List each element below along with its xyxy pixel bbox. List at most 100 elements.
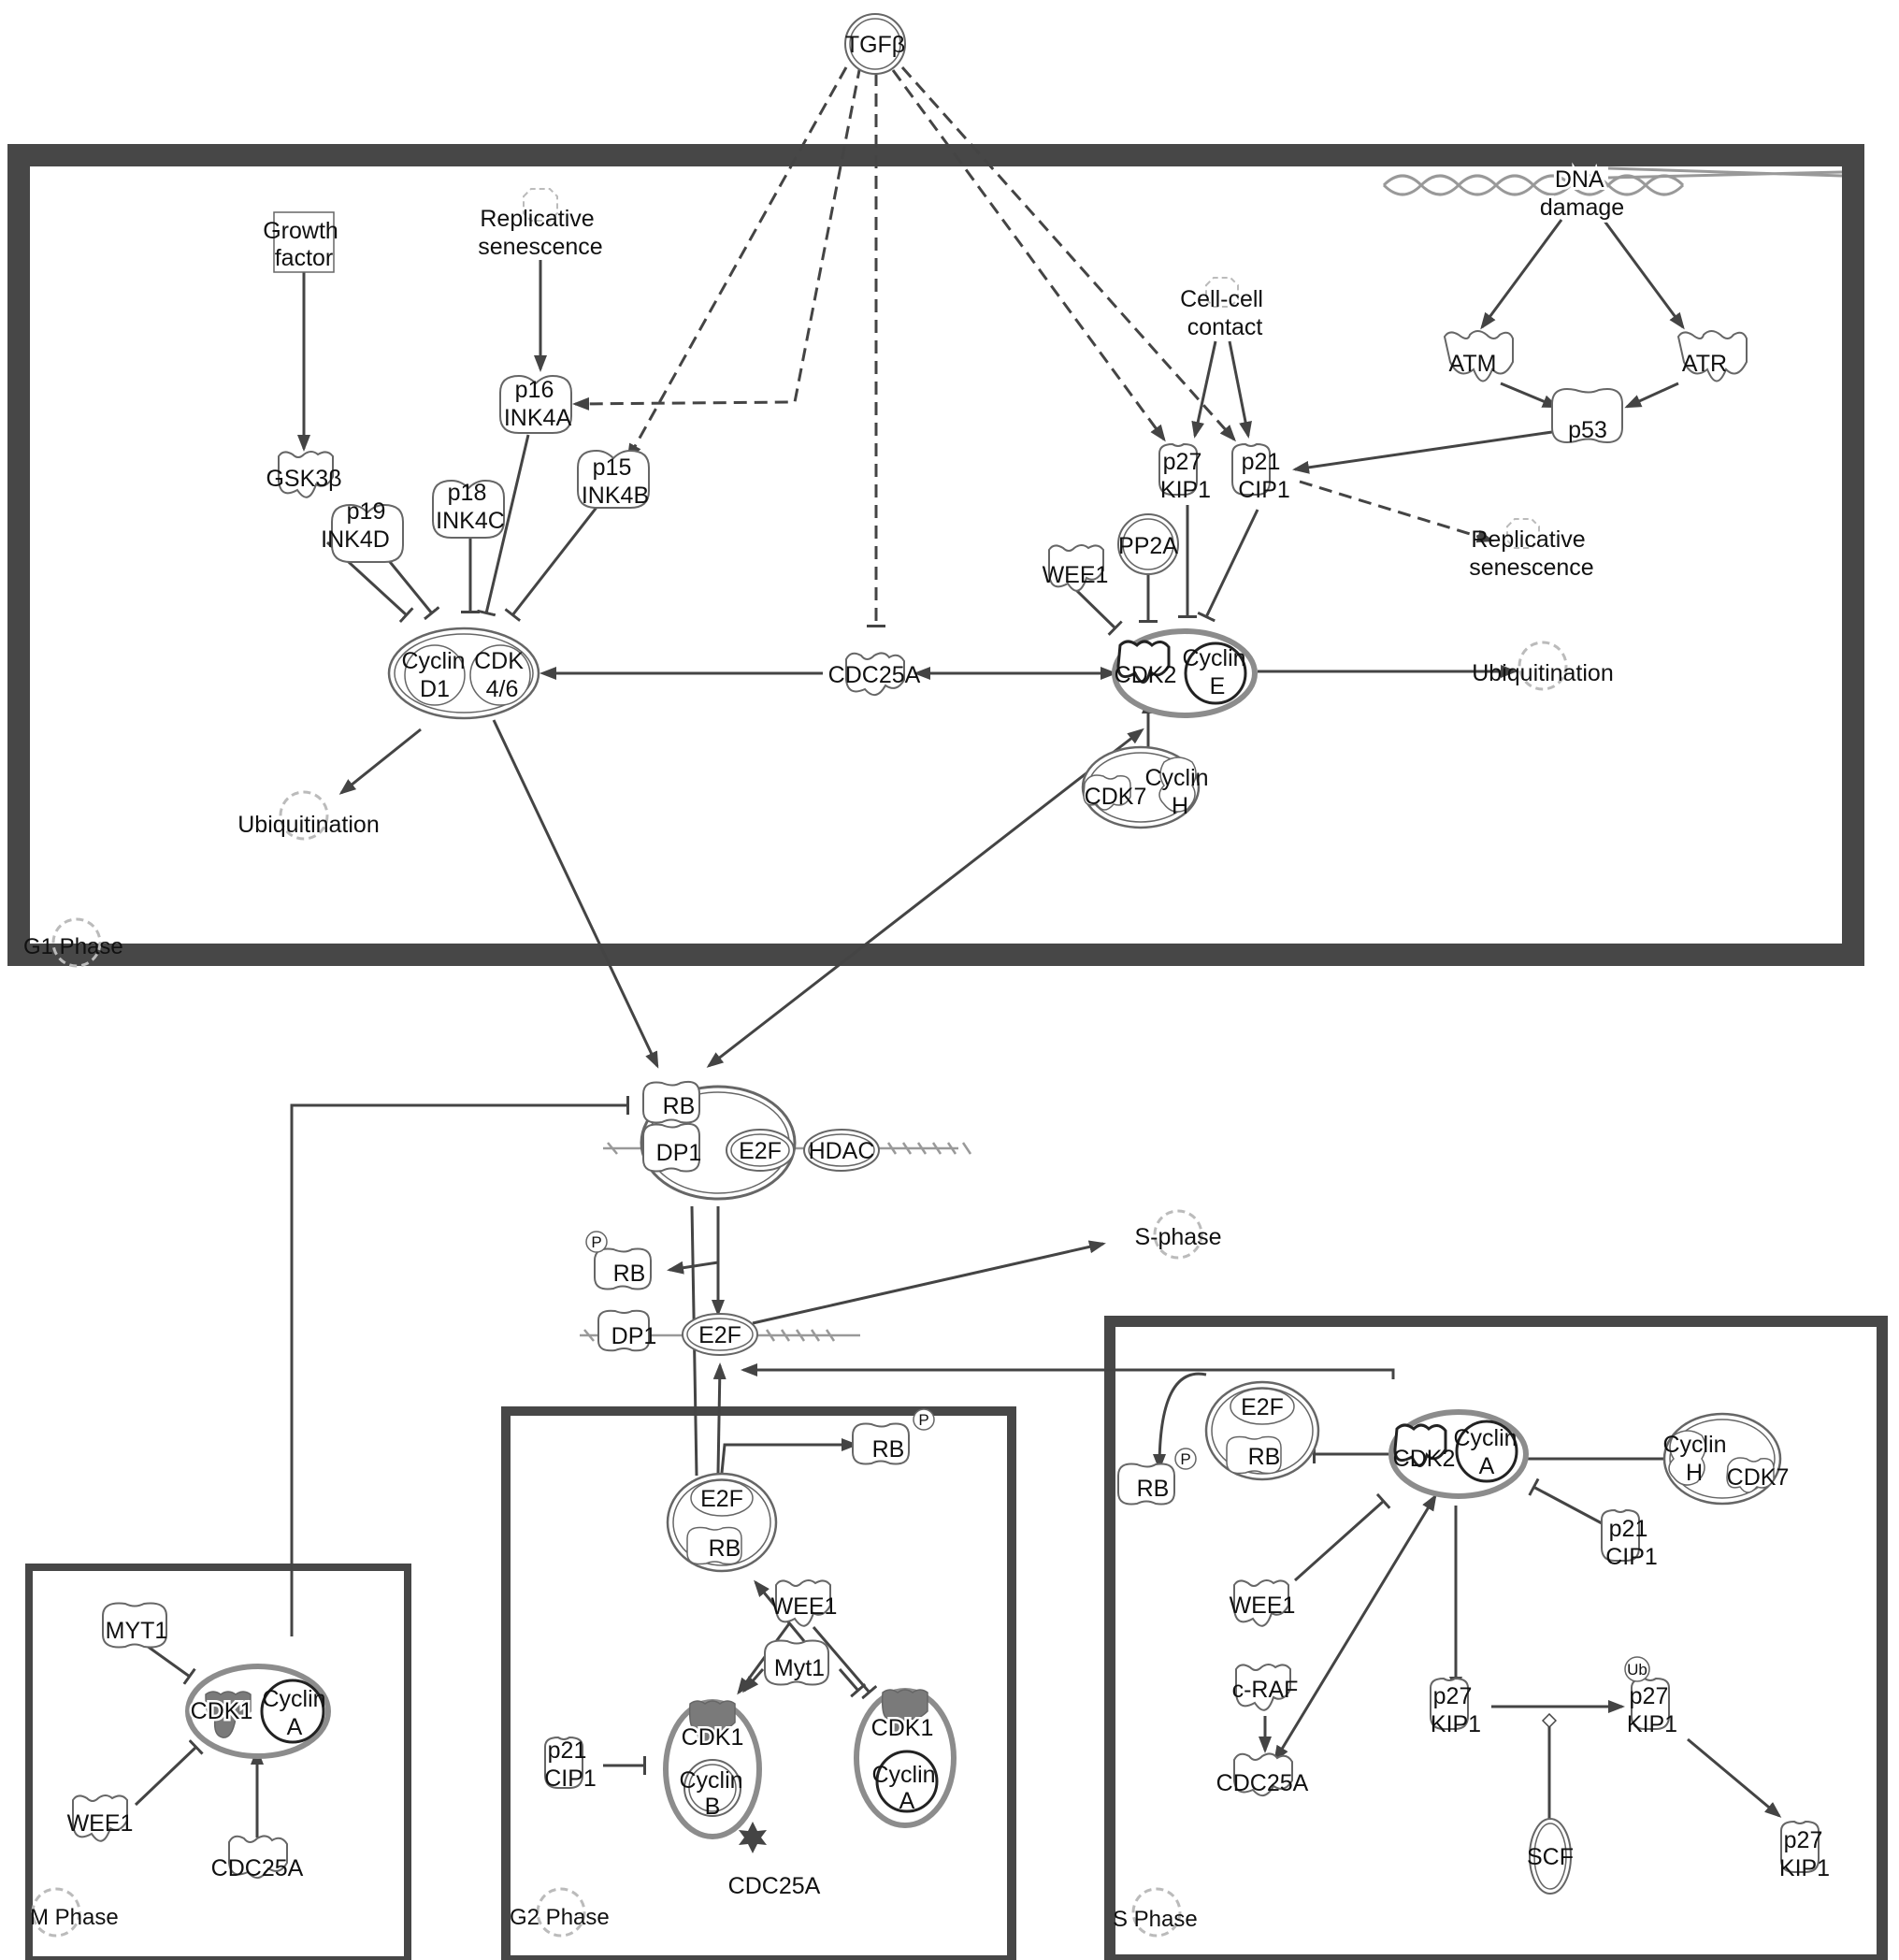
rb-p-mid-label: RB bbox=[613, 1261, 646, 1287]
wee1-g2-label: WEE1 bbox=[771, 1593, 838, 1620]
p-badge-g2-label: P bbox=[918, 1411, 928, 1429]
svg-text:p16 INK4A: p16 INK4A bbox=[504, 377, 572, 431]
cell-cell-contact-label-2: contact bbox=[1187, 314, 1263, 340]
cdk1-cyclin-b-complex: CDK1 Cyclin B bbox=[663, 1699, 762, 1839]
cdk46-label-2: 4/6 bbox=[486, 676, 519, 702]
atm-label: ATM bbox=[1449, 351, 1497, 377]
svg-text:CDK 4/6: CDK 4/6 bbox=[474, 648, 530, 702]
p27-s3-label-2: KIP1 bbox=[1779, 1855, 1830, 1881]
p21-s-label-1: p21 bbox=[1609, 1516, 1648, 1542]
svg-text:Cyclin A: Cyclin A bbox=[262, 1686, 332, 1740]
myt1-g2-label: Myt1 bbox=[774, 1655, 825, 1681]
cdk7-g1-label: CDK7 bbox=[1085, 784, 1147, 810]
e2f-mid-label: E2F bbox=[698, 1322, 741, 1348]
pathway-edges bbox=[134, 65, 1782, 1838]
wee1-g1-label: WEE1 bbox=[1043, 562, 1109, 588]
wee1-s-node: WEE1 bbox=[1230, 1579, 1296, 1627]
ub-badge-label: Ub bbox=[1627, 1661, 1647, 1679]
p27-kip1-s-node: p27 KIP1 bbox=[1430, 1677, 1481, 1737]
cyclin-a-g2-label-1: Cyclin bbox=[871, 1762, 935, 1788]
cdk2-s-label: CDK2 bbox=[1393, 1446, 1456, 1472]
p53-node: p53 bbox=[1551, 388, 1623, 443]
growth-factor-node: Growth factor bbox=[263, 211, 345, 273]
replicative-senescence-node: Replicative senescence bbox=[1469, 518, 1594, 581]
replicative-senescence-label-2: senescence bbox=[478, 234, 602, 260]
svg-text:Cyclin D1: Cyclin D1 bbox=[401, 648, 471, 702]
svg-text:p18 INK4C: p18 INK4C bbox=[436, 480, 505, 534]
cyclin-a-m-label-2: A bbox=[287, 1714, 303, 1740]
cyclin-b-label-2: B bbox=[705, 1794, 721, 1820]
p21-cip1-g1-node: p21 CIP1 bbox=[1231, 442, 1290, 503]
g2-phase-label: G2 Phase bbox=[510, 1905, 610, 1930]
svg-text:p15 INK4B: p15 INK4B bbox=[582, 454, 649, 509]
e2f-mid-node: E2F bbox=[682, 1313, 758, 1356]
ubiquitination-1-label: Ubiquitination bbox=[1472, 660, 1614, 686]
cyclin-a-s-label-1: Cyclin bbox=[1453, 1425, 1517, 1451]
rb-g2-label: RB bbox=[709, 1535, 741, 1562]
dp1-mid-label: DP1 bbox=[611, 1323, 657, 1349]
tgfb-node: TGFβ bbox=[844, 13, 906, 75]
svg-text:Replicative senescence: Replicative senescence bbox=[478, 206, 602, 260]
svg-text:Growth factor: Growth factor bbox=[263, 218, 345, 271]
p18-label-1: p18 bbox=[448, 480, 487, 506]
cdc25a-s-label: CDC25A bbox=[1216, 1770, 1309, 1796]
wee1-g2-node: WEE1 bbox=[771, 1579, 838, 1627]
wee1-s-label: WEE1 bbox=[1230, 1592, 1296, 1619]
cyclin-a-g2-label-2: A bbox=[899, 1788, 915, 1814]
p27-g1-label-2: KIP1 bbox=[1160, 477, 1211, 503]
cdc25a-g2-node: CDC25A bbox=[728, 1822, 821, 1899]
cdk2-cyclin-a-s-complex: CDK2 Cyclin A bbox=[1388, 1409, 1529, 1499]
tgfb-label: TGFβ bbox=[845, 32, 905, 58]
cdc25a-s-node: CDC25A bbox=[1216, 1752, 1309, 1796]
p21-g1-label-1: p21 bbox=[1242, 449, 1281, 475]
cdk2-g1-label: CDK2 bbox=[1115, 662, 1177, 688]
p18-label-2: INK4C bbox=[436, 508, 505, 534]
ubiquitination-process-node: Ubiquitination bbox=[1472, 641, 1614, 691]
cyclin-h-s-label-2: H bbox=[1686, 1460, 1703, 1486]
p-badge-s-label: P bbox=[1180, 1450, 1190, 1468]
svg-text:p21 CIP1: p21 CIP1 bbox=[1238, 449, 1290, 503]
svg-text:DNA damage: DNA damage bbox=[1540, 166, 1624, 221]
svg-text:Cyclin B: Cyclin B bbox=[679, 1767, 749, 1820]
svg-text:p27 KIP1: p27 KIP1 bbox=[1160, 449, 1211, 503]
svg-text:Cyclin H: Cyclin H bbox=[1144, 765, 1215, 819]
cdc25a-m-node: CDC25A bbox=[211, 1835, 304, 1881]
p15-ink4b-node: p15 INK4B bbox=[577, 449, 650, 509]
p21-cip1-g2-node: p21 CIP1 bbox=[544, 1736, 597, 1792]
e2f-rb-g2-complex: E2F RB bbox=[666, 1472, 778, 1573]
cdk1-g2b-label: CDK1 bbox=[871, 1715, 934, 1741]
s-phase-label: S Phase bbox=[1113, 1907, 1198, 1932]
growth-factor-label-1: Growth bbox=[263, 218, 338, 244]
rb-s-label: RB bbox=[1248, 1444, 1281, 1470]
p16-label-1: p16 bbox=[515, 377, 554, 403]
cdk1-cyclin-a-m-complex: CDK1 Cyclin A bbox=[185, 1664, 332, 1759]
gsk3b-node: GSK3β bbox=[266, 451, 342, 498]
p53-label: p53 bbox=[1568, 417, 1607, 443]
e2f-top-label: E2F bbox=[739, 1138, 782, 1164]
e2f-rb-s-complex: E2F RB bbox=[1204, 1380, 1320, 1481]
p21-g2-label-2: CIP1 bbox=[544, 1765, 597, 1792]
cyclin-h-s-label-1: Cyclin bbox=[1662, 1432, 1726, 1458]
cyclin-h-g1-label-2: H bbox=[1172, 793, 1188, 819]
replicative-senescence-2-label-2: senescence bbox=[1469, 555, 1593, 581]
wee1-m-label: WEE1 bbox=[67, 1810, 134, 1837]
replicative-senescence-label-1: Replicative bbox=[480, 206, 594, 232]
p21-s-label-2: CIP1 bbox=[1605, 1544, 1658, 1570]
cdk1-g2a-label: CDK1 bbox=[682, 1724, 744, 1751]
rb-top-label: RB bbox=[663, 1093, 696, 1119]
g1-phase-label: G1 Phase bbox=[23, 934, 123, 959]
p27-s1-label-1: p27 bbox=[1433, 1683, 1473, 1709]
c-raf-node: c-RAF bbox=[1232, 1664, 1298, 1711]
m-phase-label-group: M Phase bbox=[30, 1887, 119, 1938]
svg-text:Cell-cell contact: Cell-cell contact bbox=[1180, 286, 1270, 340]
p21-g2-label-1: p21 bbox=[548, 1737, 587, 1764]
p27-kip1-ubiquitinated-node: Ub p27 KIP1 bbox=[1624, 1656, 1677, 1737]
cyclin-e-label-1: Cyclin bbox=[1182, 645, 1245, 671]
dp1-top-label: DP1 bbox=[656, 1140, 702, 1166]
gsk3b-label: GSK3β bbox=[266, 466, 341, 492]
g2-phase-frame bbox=[501, 1406, 1016, 1960]
atr-label: ATR bbox=[1682, 351, 1727, 377]
growth-factor-label-2: factor bbox=[275, 245, 334, 271]
svg-text:Cyclin H: Cyclin H bbox=[1662, 1432, 1733, 1486]
p19-label-1: p19 bbox=[347, 498, 386, 525]
